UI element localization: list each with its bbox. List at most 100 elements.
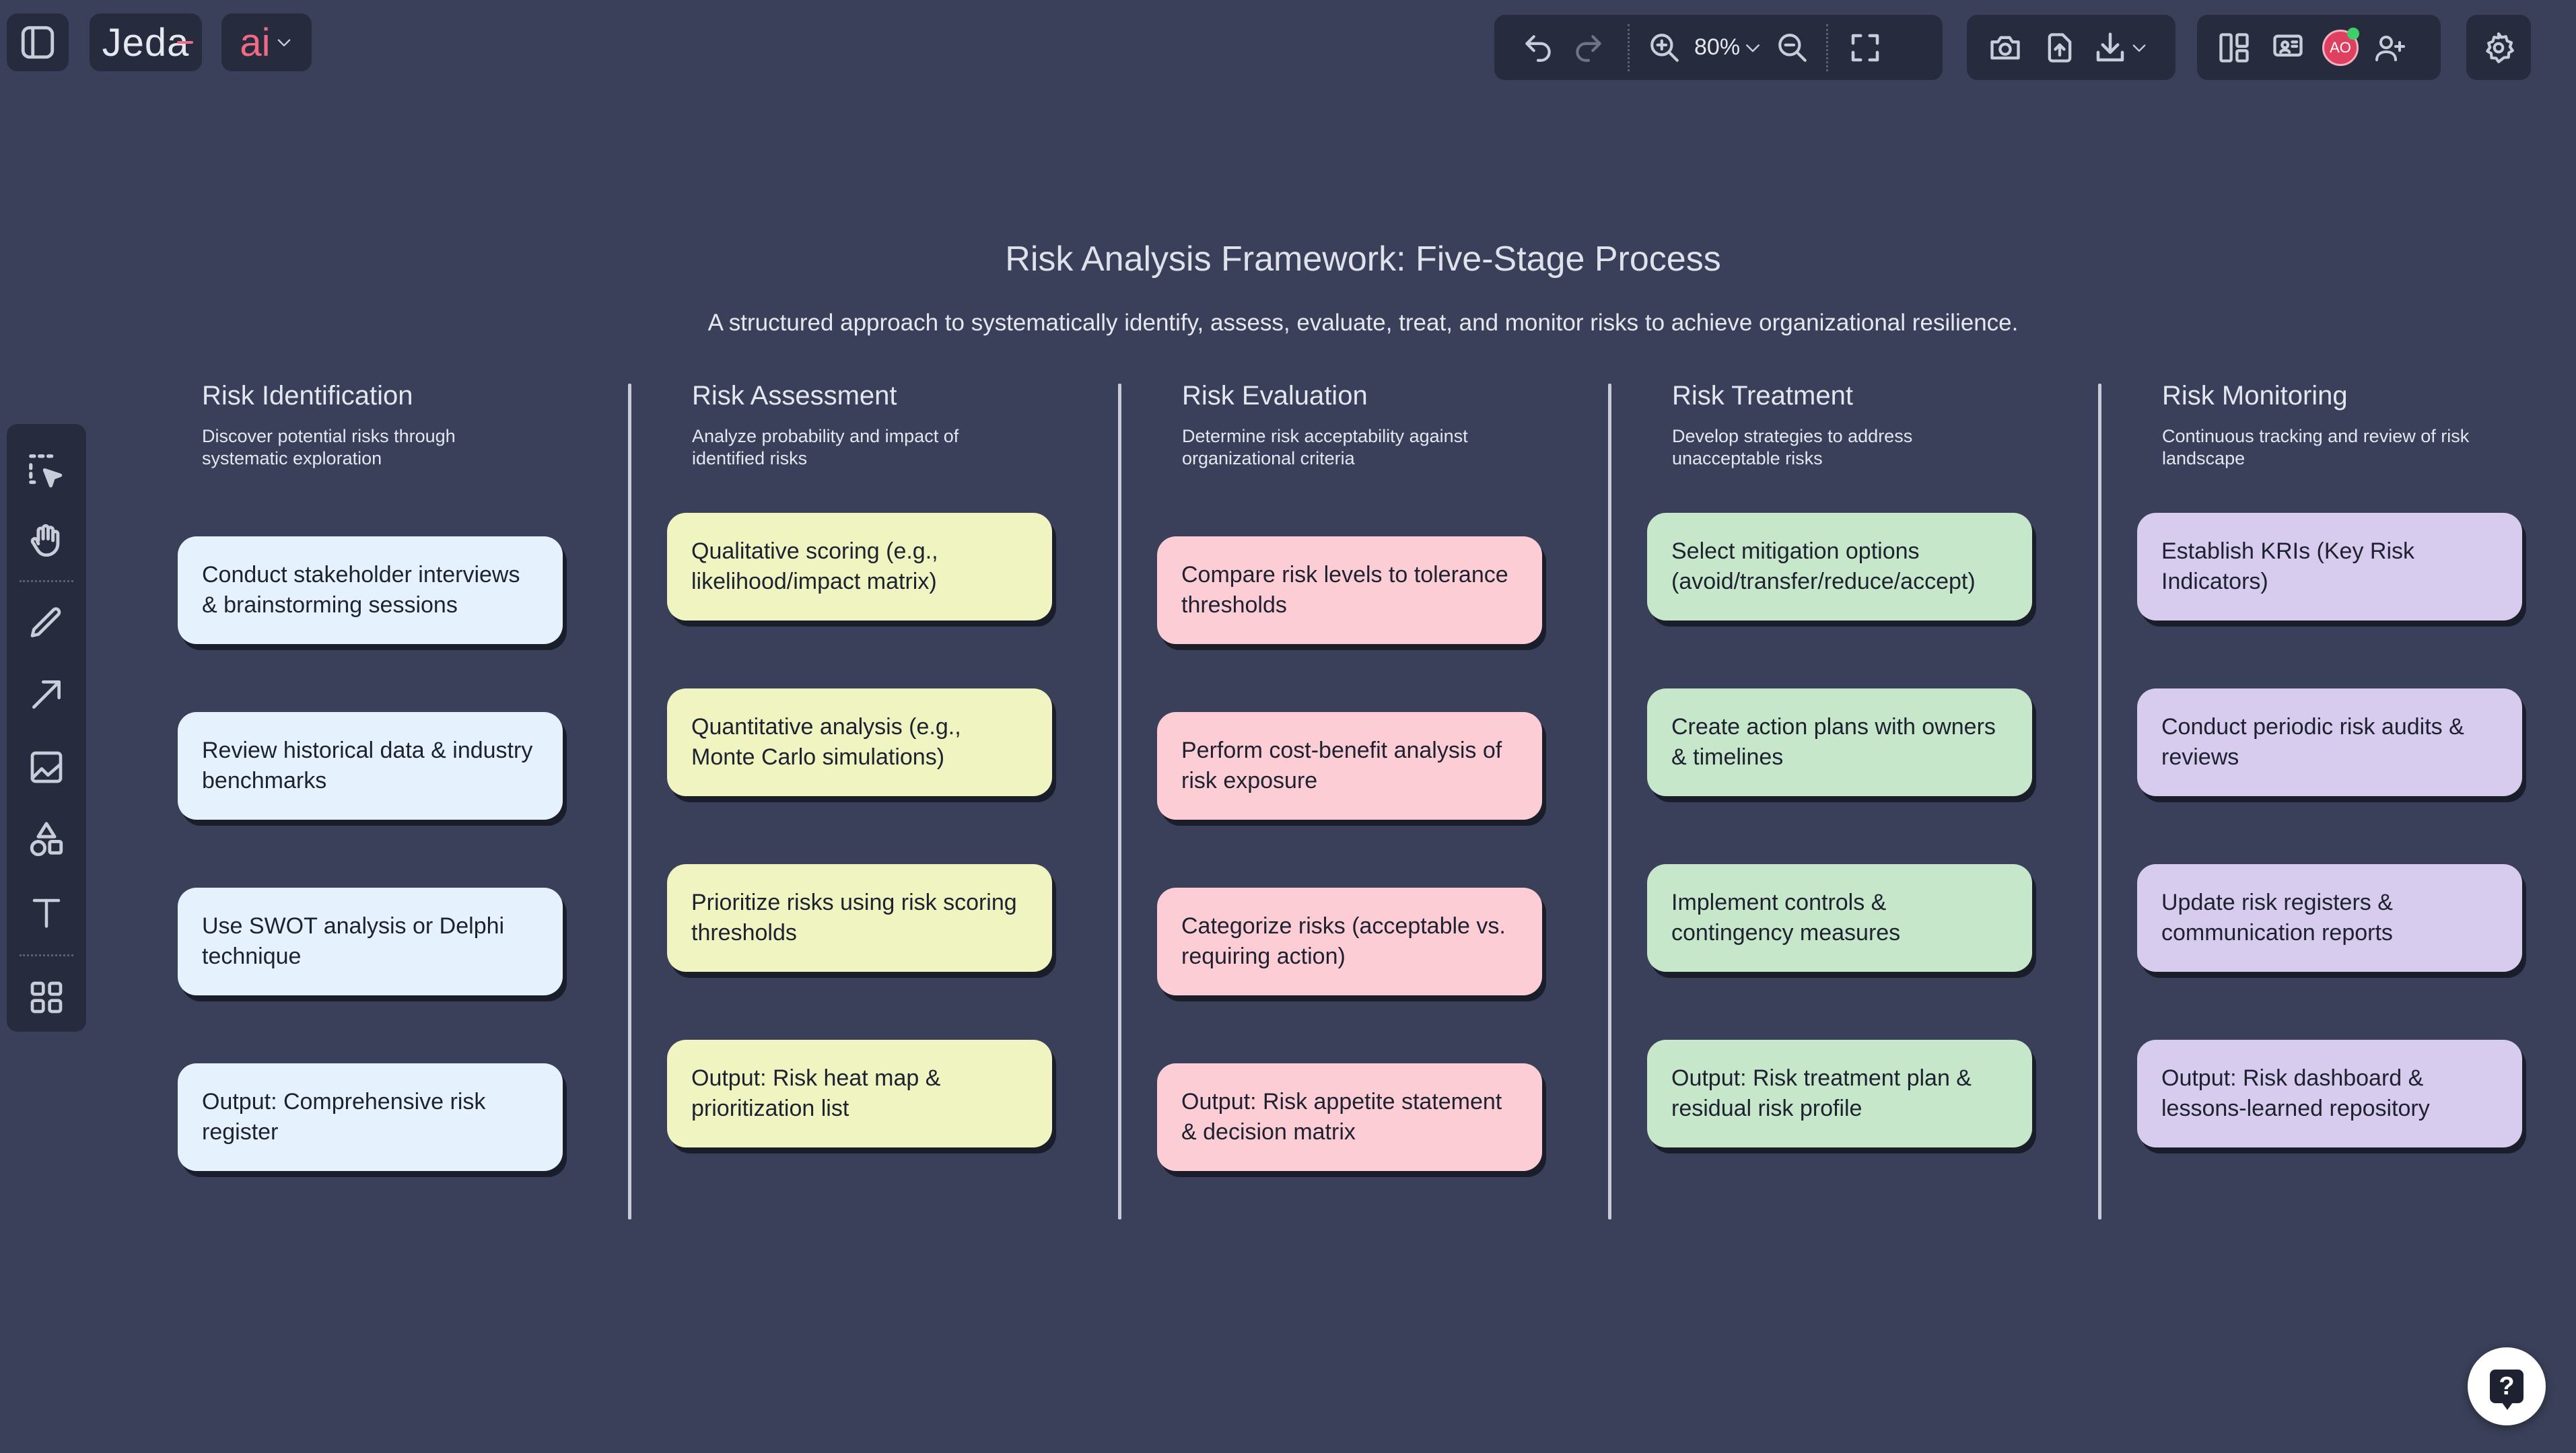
sticky-note[interactable]: Establish KRIs (Key Risk Indicators) <box>2137 513 2522 621</box>
column-description[interactable]: Determine risk acceptability against org… <box>1182 426 1468 468</box>
sticky-note[interactable]: Compare risk levels to tolerance thresho… <box>1157 536 1542 644</box>
sticky-note-text: Update risk registers & communication re… <box>2161 890 2393 946</box>
grid-icon[interactable] <box>28 963 65 1032</box>
column-heading[interactable]: Risk Assessment <box>692 381 897 411</box>
sticky-note-text: Conduct periodic risk audits & reviews <box>2161 714 2464 770</box>
download-menu-button[interactable] <box>2092 30 2149 66</box>
sticky-note[interactable]: Create action plans with owners & timeli… <box>1647 688 2032 796</box>
sticky-note[interactable]: Categorize risks (acceptable vs. requiri… <box>1157 888 1542 995</box>
sticky-note[interactable]: Quantitative analysis (e.g., Monte Carlo… <box>667 688 1052 796</box>
column-divider <box>1118 384 1121 1219</box>
sticky-note-text: Compare risk levels to tolerance thresho… <box>1181 562 1508 618</box>
sticky-note[interactable]: Output: Risk treatment plan & residual r… <box>1647 1040 2032 1147</box>
hand-icon[interactable] <box>27 506 66 575</box>
divider <box>1826 24 1830 71</box>
board-title[interactable]: Risk Analysis Framework: Five-Stage Proc… <box>1005 240 1721 279</box>
sticky-note[interactable]: Conduct stakeholder interviews & brainst… <box>178 536 563 644</box>
sticky-note-text: Conduct stakeholder interviews & brainst… <box>202 562 520 618</box>
shapes-icon[interactable] <box>27 804 66 876</box>
sticky-note-text: Implement controls & contingency measure… <box>1671 890 1901 946</box>
avatar-initials: AO <box>2330 38 2351 56</box>
column-description[interactable]: Continuous tracking and review of risk l… <box>2162 426 2470 468</box>
image-icon[interactable] <box>28 731 65 804</box>
fit-screen-icon[interactable] <box>1842 30 1889 66</box>
zoom-level: 80% <box>1694 34 1741 60</box>
column-heading[interactable]: Risk Monitoring <box>2162 381 2348 411</box>
sticky-note[interactable]: Select mitigation options (avoid/transfe… <box>1647 513 2032 621</box>
layout-icon[interactable] <box>2215 30 2254 65</box>
divider <box>20 580 73 583</box>
sticky-note[interactable]: Conduct periodic risk audits & reviews <box>2137 688 2522 796</box>
sticky-note[interactable]: Review historical data & industry benchm… <box>178 712 563 820</box>
add-user-icon[interactable] <box>2373 32 2407 64</box>
sticky-note-text: Use SWOT analysis or Delphi technique <box>202 913 505 969</box>
sticky-note-text: Review historical data & industry benchm… <box>202 738 533 793</box>
undo-icon[interactable] <box>1515 31 1562 65</box>
board-subtitle[interactable]: A structured approach to systematically … <box>707 310 2019 336</box>
ai-label: ai <box>240 20 271 65</box>
history-zoom-toolbar: 80% <box>1494 15 1943 80</box>
select-icon[interactable] <box>26 437 67 506</box>
sticky-note-text: Quantitative analysis (e.g., Monte Carlo… <box>691 714 961 770</box>
sticky-note[interactable]: Qualitative scoring (e.g., likelihood/im… <box>667 513 1052 621</box>
chevron-down-icon <box>1743 38 1763 58</box>
sticky-note-text: Prioritize risks using risk scoring thre… <box>691 890 1017 946</box>
jeda-logo-button[interactable]: Jeda <box>90 13 202 71</box>
logo-text: Jeda <box>102 20 190 65</box>
avatar[interactable]: AO <box>2322 27 2359 66</box>
download-icon <box>2092 30 2128 66</box>
sticky-note[interactable]: Perform cost-benefit analysis of risk ex… <box>1157 712 1542 820</box>
column-description[interactable]: Discover potential risks through systema… <box>202 426 456 468</box>
chevron-down-icon <box>2130 38 2149 57</box>
zoom-in-icon[interactable] <box>1643 31 1686 65</box>
sticky-note[interactable]: Output: Comprehensive risk register <box>178 1063 563 1171</box>
sticky-note-text: Categorize risks (acceptable vs. requiri… <box>1181 913 1506 969</box>
sticky-note-text: Create action plans with owners & timeli… <box>1671 714 1996 770</box>
pencil-icon[interactable] <box>28 589 65 658</box>
column-heading[interactable]: Risk Identification <box>202 381 413 411</box>
sticky-note[interactable]: Use SWOT analysis or Delphi technique <box>178 888 563 995</box>
sticky-note-text: Perform cost-benefit analysis of risk ex… <box>1181 738 1502 793</box>
sticky-note[interactable]: Prioritize risks using risk scoring thre… <box>667 864 1052 972</box>
text-icon[interactable] <box>28 876 65 949</box>
redo-icon[interactable] <box>1562 31 1615 65</box>
sticky-note[interactable]: Output: Risk appetite statement & decisi… <box>1157 1063 1542 1171</box>
arrow-icon[interactable] <box>28 658 65 731</box>
online-status-dot <box>2347 27 2359 40</box>
tool-palette <box>7 424 86 1032</box>
share-icon[interactable] <box>2040 30 2080 65</box>
sticky-note-text: Output: Risk heat map & prioritization l… <box>691 1065 941 1121</box>
sticky-note[interactable]: Output: Risk heat map & prioritization l… <box>667 1040 1052 1147</box>
column-description[interactable]: Develop strategies to address unacceptab… <box>1672 426 1913 468</box>
column-divider <box>1608 384 1611 1219</box>
help-button[interactable]: ? <box>2468 1347 2546 1425</box>
column-description[interactable]: Analyze probability and impact of identi… <box>692 426 959 468</box>
sidebar-toggle-button[interactable] <box>7 13 69 71</box>
ai-menu-button[interactable]: ai <box>221 13 312 71</box>
sticky-note[interactable]: Output: Risk dashboard & lessons-learned… <box>2137 1040 2522 1147</box>
sticky-note-text: Output: Comprehensive risk register <box>202 1089 486 1145</box>
collaboration-toolbar: AO <box>2197 15 2441 80</box>
chevron-down-icon <box>275 33 293 52</box>
sticky-note-text: Establish KRIs (Key Risk Indicators) <box>2161 538 2414 594</box>
sticky-note-text: Output: Risk appetite statement & decisi… <box>1181 1089 1502 1145</box>
zoom-out-icon[interactable] <box>1771 31 1814 65</box>
sticky-note-text: Output: Risk dashboard & lessons-learned… <box>2161 1065 2430 1121</box>
settings-button[interactable] <box>2466 15 2531 80</box>
column-divider <box>628 384 631 1219</box>
divider <box>1628 24 1631 71</box>
present-icon[interactable] <box>2268 30 2307 65</box>
sticky-note[interactable]: Update risk registers & communication re… <box>2137 864 2522 972</box>
sticky-note-text: Output: Risk treatment plan & residual r… <box>1671 1065 1972 1121</box>
column-heading[interactable]: Risk Evaluation <box>1182 381 1368 411</box>
column-heading[interactable]: Risk Treatment <box>1672 381 1853 411</box>
export-toolbar <box>1967 15 2175 80</box>
help-icon-tail <box>2502 1403 2513 1410</box>
jeda-logo: Jeda <box>102 20 190 65</box>
camera-icon[interactable] <box>1983 30 2027 65</box>
column-divider <box>2098 384 2101 1219</box>
sticky-note[interactable]: Implement controls & contingency measure… <box>1647 864 2032 972</box>
logo-accent-bar <box>177 41 193 44</box>
sticky-note-text: Select mitigation options (avoid/transfe… <box>1671 538 1976 594</box>
zoom-level-select[interactable]: 80% <box>1694 34 1763 61</box>
